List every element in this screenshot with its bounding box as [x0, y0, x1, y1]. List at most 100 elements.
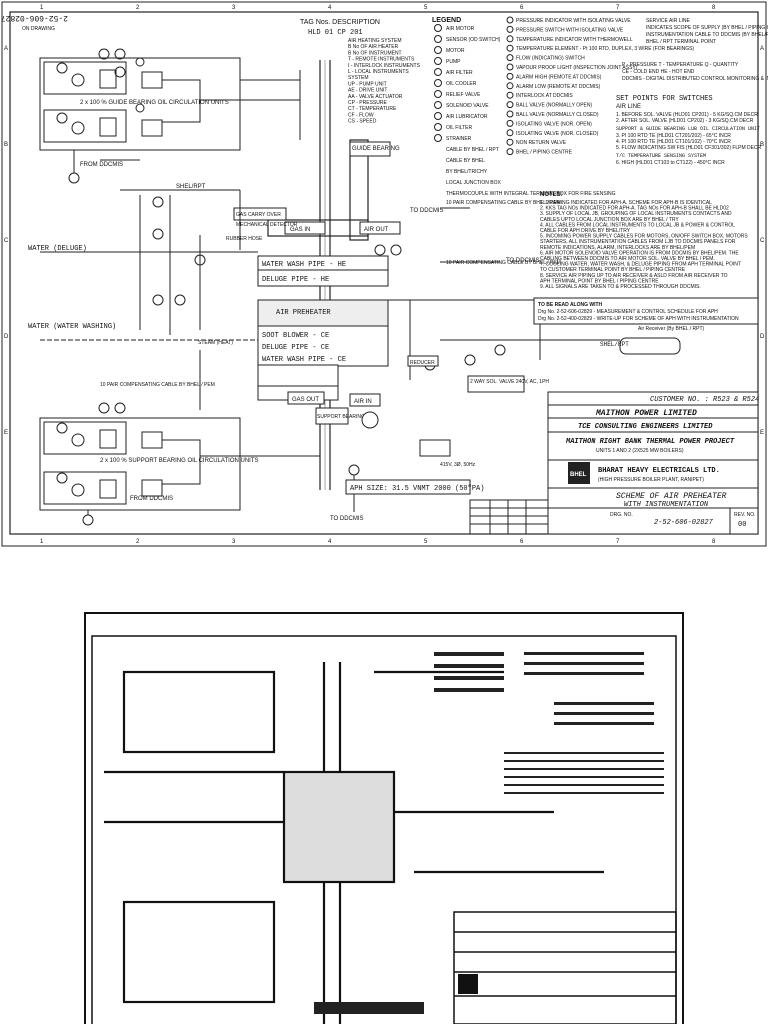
soot-blower-label: SOOT BLOWER - CE	[262, 332, 329, 340]
aph-size-box	[345, 479, 471, 495]
water-wash-he-label: WATER WASH PIPE - HE	[262, 261, 346, 269]
tag-description-line: CT - TEMPERATURE	[348, 106, 397, 112]
tag-description-line: L - LOCAL INSTRUMENTS	[348, 69, 409, 75]
legend-item: BALL VALVE (NORMALLY CLOSED)	[516, 112, 599, 118]
legend-item: THERMOCOUPLE WITH INTEGRAL TERMINAL BOX …	[446, 191, 616, 197]
legend-item: CABLE BY BHEL	[446, 158, 485, 164]
water-washing-label: WATER (WATER WASHING)	[28, 323, 116, 331]
column-marker: 6	[520, 5, 524, 11]
on-drawing-label: ON DRAWING	[22, 26, 55, 32]
legend-symbol-icon	[434, 123, 442, 131]
column-marker: 3	[232, 539, 236, 545]
legend-symbol-icon	[506, 148, 514, 156]
legend-item: ISOLATING VALVE (NOR. CLOSED)	[516, 131, 599, 137]
legend-symbol-icon	[434, 35, 442, 43]
compensating-cable-1: 10 PAIR COMPENSATING CABLE BY BHEL / PEM	[100, 382, 215, 388]
legend-item: ALARM HIGH (REMOTE AT DDCMIS)	[516, 74, 602, 80]
company-division: (HIGH PRESSURE BOILER PLANT, RANIPET)	[598, 477, 704, 483]
deluge-ce-label: DELUGE PIPE - CE	[262, 344, 329, 352]
tag-description-line: AIR HEATING SYSTEM	[348, 38, 402, 44]
legend-symbol-icon	[434, 134, 442, 142]
read-along-1: Drg No. 2-52-606-02829 - MEASUREMENT & C…	[538, 309, 718, 315]
motor-supply-label: 415V, 3Ø, 50Hz	[440, 462, 476, 468]
tag-description-block: TAG Nos. DESCRIPTION HLD 01 CP 201 AIR H…	[300, 19, 421, 125]
legend-item: PRESSURE INDICATOR WITH ISOLATING VALVE	[516, 18, 631, 24]
column-marker: 7	[616, 539, 620, 545]
legend-symbol-icon	[506, 82, 514, 90]
legend-title: LEGEND	[432, 17, 461, 24]
steam-label: STEAM (HEAT)	[198, 340, 233, 346]
legend-item: BY BHEL/TRICHY	[446, 169, 488, 175]
note-line: 8. SERVICE AIR PIPING UP TO AIR RECEIVER…	[540, 273, 728, 279]
tag-description-line: SYSTEM	[348, 75, 369, 81]
legend-item: PRESSURE SWITCH WITH ISOLATING VALVE	[516, 27, 624, 33]
rev-label: REV. NO.	[734, 512, 756, 518]
set-point-3: 3. PI 100 RTD TE (HLD01 CT201/202) - 65°…	[616, 133, 731, 139]
sol-valve-box	[467, 375, 525, 393]
legend-item: SENSOR (OD SWITCH)	[446, 37, 501, 43]
set-points-air-line: AIR LINE	[616, 104, 641, 110]
preview-svg	[84, 612, 684, 1024]
gas-in-label: GAS IN	[290, 227, 310, 233]
company-name: BHARAT HEAVY ELECTRICALS LTD.	[598, 467, 720, 475]
row-marker: A	[4, 46, 8, 52]
guide-bearing-oil-unit	[39, 48, 301, 184]
set-points-bearing-title: SUPPORT & GUIDE BEARING LUB OIL CIRCULAT…	[616, 126, 760, 132]
drawing-title-2: WITH INSTRUMENTATION	[624, 501, 709, 509]
title-block: BHEL CUSTOMER NO. : R523 & R524 MAITHON …	[547, 391, 759, 535]
column-marker: 3	[232, 5, 236, 11]
tag-description-line: CS - SPEED	[348, 119, 377, 125]
note-line: 7. COOLING WATER, WATER WASH, & DELUGE P…	[540, 262, 741, 268]
legend-symbol-icon	[506, 25, 514, 33]
tag-description-line: CF - FLOW	[348, 112, 374, 118]
column-marker: 7	[616, 5, 620, 11]
bhel-logo-text: BHEL	[570, 472, 587, 478]
legend-item: AIR MOTOR	[446, 26, 475, 32]
legend-symbol-icon	[506, 110, 514, 118]
legend-item: OIL COOLER	[446, 81, 477, 87]
tag-description-line: B No OF AIR HEATER	[348, 44, 399, 50]
tag-description-line: CP - PRESSURE	[348, 100, 387, 106]
column-marker: 4	[328, 539, 332, 545]
note-line: 5. INCOMING POWER SUPPLY CABLES FOR MOTO…	[540, 234, 748, 240]
drawing-title-1: SCHEME OF AIR PREHEATER	[616, 492, 727, 501]
row-marker: D	[4, 334, 9, 340]
legend-symbol-icon	[506, 129, 514, 137]
legend-item: MOTOR	[446, 48, 465, 54]
air-in-box	[349, 393, 381, 407]
legend-item: RELIEF VALVE	[446, 92, 481, 98]
legend-item: ALARM LOW (REMOTE AT DDCMIS)	[516, 84, 601, 90]
note-line: APH TERMINAL POINT BY BHEL / PIPING CENT…	[540, 278, 659, 284]
set-point-5: 5. FLOW INDICATING SW FIS (HLD01 CF301/3…	[616, 145, 762, 151]
revision-table	[469, 499, 549, 535]
note-line: TO CUSTOMER TERMINAL POINT BY BHEL / PIP…	[540, 267, 686, 273]
legend-item: INTERLOCK AT DDCMIS	[516, 93, 573, 99]
compensating-cable-3: 10 PAIR COMPENSATING CABLE BY BHEL / PEM	[446, 260, 561, 266]
note-line: 9. ALL SIGNALS ARE TAKEN TO & PROCESSED …	[540, 284, 701, 290]
consultant-name: TCE CONSULTING ENGINEERS LIMITED	[578, 423, 713, 431]
notes-block: NOTES: 1. DRAWING INDICATED FOR APH-A. S…	[533, 192, 759, 325]
guide-unit-label: 2 x 100 % GUIDE BEARING OIL CIRCULATION …	[80, 100, 229, 106]
note-line: CABLE FOR APH DRIVE BY BHEL/TRY	[540, 228, 631, 234]
project-name: MAITHON RIGHT BANK THERMAL POWER PROJECT	[565, 438, 735, 446]
note-line: 1. DRAWING INDICATED FOR APH-A. SCHEME F…	[540, 200, 712, 206]
tag-description-line: AA - VALVE ACTUATOR	[348, 94, 403, 100]
legend-service-item: SERVICE AIR LINE	[646, 18, 690, 24]
legend-item: TEMPERATURE INDICATOR WITH THERMOWELL	[516, 37, 633, 43]
legend-item: VAPOUR PROOF LIGHT (INSPECTION JOINT ASS…	[516, 65, 638, 71]
column-marker: 2	[136, 539, 140, 545]
mech-detector-label: MECHANICAL DETECTOR	[236, 222, 298, 228]
drg-no: 2-52-606-02827	[654, 519, 714, 527]
legend-symbol-icon	[506, 72, 514, 80]
read-along-title: TO BE READ ALONG WITH	[538, 302, 603, 308]
drg-no-label: DRG. NO.	[610, 512, 633, 518]
drawing-sheet-preview	[84, 612, 684, 1024]
set-point-2: 2. AFTER SOL. VALVE (HLD01 CP202) - 3 KG…	[616, 118, 754, 124]
legend-item: FLOW (INDICATING) SWITCH	[516, 56, 585, 62]
shel-rpt-label: SHEL/RPT	[176, 184, 206, 190]
to-ddcmis-right: TO DDCMIS	[506, 258, 540, 264]
air-preheater-body	[257, 255, 389, 401]
guide-from-ddcmis: FROM DDCMIS	[80, 162, 123, 168]
